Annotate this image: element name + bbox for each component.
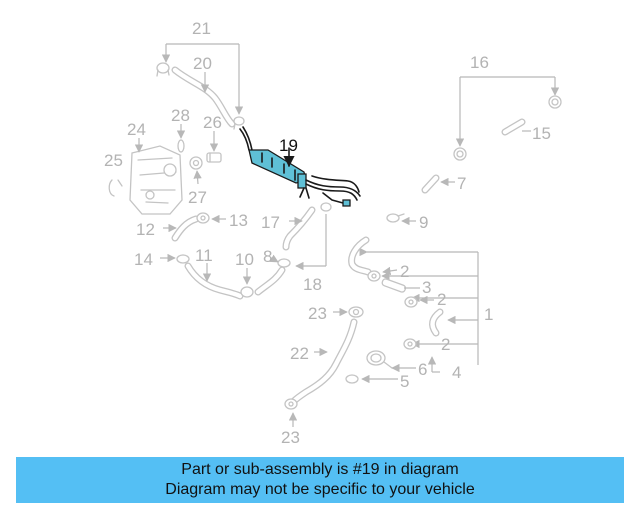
part-25-clip — [108, 179, 123, 197]
label-26: 26 — [203, 113, 222, 132]
part-10-hose — [254, 266, 286, 296]
part-14-clamp — [160, 253, 190, 264]
label-10: 10 — [235, 250, 254, 269]
part-2-clamp-c — [403, 338, 417, 350]
label-2a: 2 — [400, 262, 409, 281]
part-20-hose — [171, 66, 236, 128]
label-23a: 23 — [308, 304, 327, 323]
part-6-housing — [366, 350, 416, 373]
label-25: 25 — [104, 151, 123, 170]
label-1: 1 — [484, 305, 493, 324]
part-23-clamp-top — [333, 306, 364, 318]
label-6: 6 — [418, 360, 427, 379]
label-4: 4 — [452, 363, 461, 382]
label-9: 9 — [419, 213, 428, 232]
label-8: 8 — [263, 247, 272, 266]
label-15: 15 — [532, 124, 551, 143]
label-20: 20 — [193, 54, 212, 73]
part-23-clamp-bottom — [284, 398, 298, 427]
label-23b: 23 — [281, 428, 300, 447]
part-1-bracket — [359, 247, 479, 365]
label-2b: 2 — [437, 290, 446, 309]
label-16: 16 — [470, 53, 489, 72]
part-5-oring — [345, 374, 398, 384]
part-9-clamp — [386, 213, 416, 226]
part-27-washer — [189, 156, 203, 185]
part-24-housing — [129, 138, 183, 215]
part-1-hose-upper — [348, 236, 372, 276]
part-21-clamp-bottom — [233, 116, 245, 130]
part-4-bracket — [427, 356, 440, 373]
part-16-bracket — [455, 76, 560, 147]
part-16-clamp-b — [453, 147, 467, 161]
label-14: 14 — [134, 250, 153, 269]
label-3: 3 — [422, 278, 431, 297]
part-13-clamp — [196, 212, 226, 224]
part-1-hose-lower — [429, 308, 444, 337]
part-2-clamp-b — [404, 295, 434, 308]
label-21: 21 — [192, 19, 211, 38]
part-19-assembly — [239, 126, 361, 207]
part-12-hose — [163, 215, 200, 242]
part-18-bracket — [295, 202, 332, 271]
label-5: 5 — [400, 372, 409, 391]
caption-banner: Part or sub-assembly is #19 in diagram D… — [16, 457, 624, 503]
part-3-pipe — [381, 278, 420, 293]
part-22-pipe — [290, 318, 358, 405]
label-22: 22 — [290, 344, 309, 363]
part-7-fitting — [421, 174, 455, 194]
label-13: 13 — [229, 211, 248, 230]
part-21-clamp-top — [156, 62, 170, 77]
label-28: 28 — [171, 106, 190, 125]
part-11-hose — [184, 262, 244, 300]
label-27: 27 — [188, 188, 207, 207]
label-18: 18 — [303, 275, 322, 294]
label-24: 24 — [127, 120, 146, 139]
part-15-hose — [501, 118, 531, 136]
part-17-pipe — [282, 206, 316, 251]
label-12: 12 — [136, 220, 155, 239]
caption-line-part: Part or sub-assembly is #19 in diagram — [181, 461, 459, 478]
caption-line-disclaimer: Diagram may not be specific to your vehi… — [165, 481, 475, 498]
label-17: 17 — [261, 213, 280, 232]
part-2-clamp-a — [367, 266, 398, 282]
part-28-gasket — [176, 124, 186, 153]
part-16-clamp-a — [548, 95, 562, 109]
part-26-sensor — [206, 131, 222, 163]
label-19: 19 — [279, 136, 298, 155]
label-7: 7 — [457, 174, 466, 193]
part-21-bracket — [161, 43, 244, 115]
part-10-clamp — [240, 268, 254, 298]
label-2c: 2 — [441, 335, 450, 354]
part-8-clamp — [269, 254, 291, 268]
label-11: 11 — [195, 246, 213, 265]
